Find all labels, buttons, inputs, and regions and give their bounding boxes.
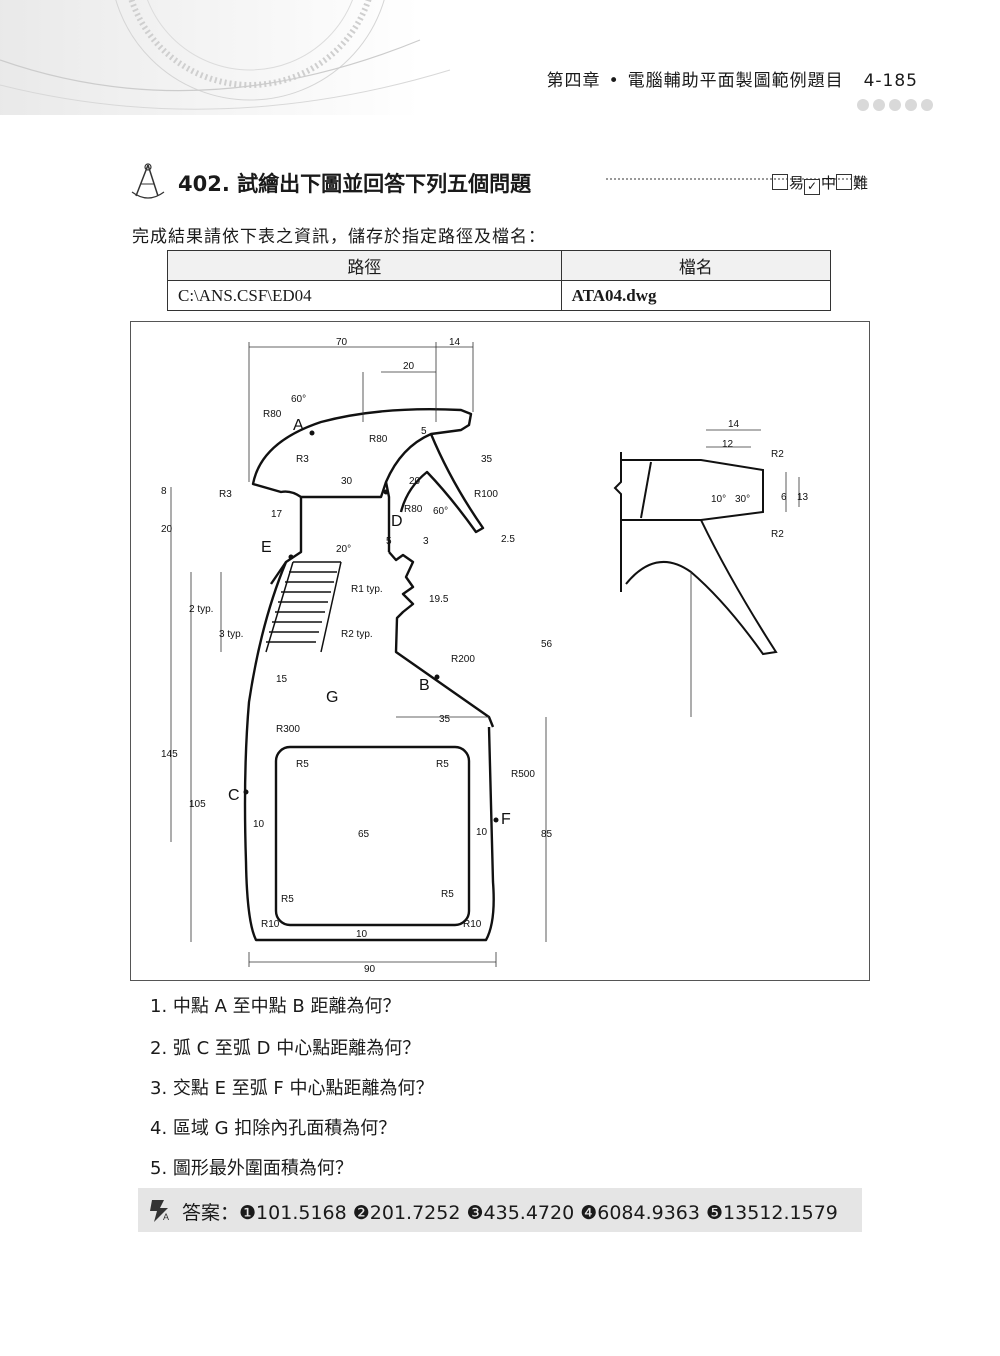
svg-text:F: F: [501, 811, 511, 828]
svg-text:3 typ.: 3 typ.: [219, 629, 243, 640]
svg-text:145: 145: [161, 749, 178, 760]
svg-text:30°: 30°: [735, 494, 750, 505]
svg-text:35: 35: [439, 714, 451, 725]
svg-text:105: 105: [189, 799, 206, 810]
svg-text:56: 56: [541, 639, 553, 650]
hard-label: 難: [852, 174, 868, 192]
problem-title: 402. 試繪出下圖並回答下列五個問題: [178, 172, 532, 196]
svg-text:R3: R3: [296, 454, 309, 465]
svg-text:12: 12: [722, 439, 734, 450]
question-2: 2. 弧 C 至弧 D 中心點距離為何？: [150, 1038, 421, 1059]
svg-text:R100: R100: [474, 489, 498, 500]
question-3: 3. 交點 E 至弧 F 中心點距離為何？: [150, 1078, 434, 1099]
svg-text:20: 20: [403, 361, 415, 372]
difficulty-selector: 易✓中難: [771, 172, 868, 195]
svg-text:2.5: 2.5: [501, 534, 515, 545]
svg-text:R300: R300: [276, 724, 300, 735]
medium-label: 中: [820, 174, 836, 192]
svg-text:C: C: [228, 787, 240, 804]
svg-text:R5: R5: [296, 759, 309, 770]
answer-bar: A 答案：❶101.5168 ❷201.7252 ❸435.4720 ❹6084…: [138, 1188, 862, 1232]
svg-text:10°: 10°: [711, 494, 726, 505]
svg-text:R80: R80: [404, 504, 423, 515]
svg-text:R80: R80: [263, 409, 282, 420]
svg-text:30: 30: [341, 476, 353, 487]
svg-text:5: 5: [386, 536, 392, 547]
answer-label: 答案：: [182, 1202, 240, 1224]
header-dots: [857, 96, 937, 115]
svg-text:60°: 60°: [291, 394, 306, 405]
instruction-text: 完成結果請依下表之資訊，儲存於指定路徑及檔名：: [132, 227, 546, 247]
chapter-title: 電腦輔助平面製圖範例題目: [627, 71, 844, 91]
svg-text:A: A: [163, 1212, 169, 1222]
svg-text:R5: R5: [281, 894, 294, 905]
title-leader-dots: [606, 178, 864, 180]
svg-text:R5: R5: [436, 759, 449, 770]
svg-text:R80: R80: [369, 434, 388, 445]
easy-checkbox: [771, 174, 788, 190]
svg-text:70: 70: [336, 337, 348, 348]
svg-text:20: 20: [409, 476, 421, 487]
svg-text:60°: 60°: [433, 506, 448, 517]
answer-values: ❶101.5168 ❷201.7252 ❸435.4720 ❹6084.9363…: [239, 1202, 838, 1224]
problem-title-row: 402. 試繪出下圖並回答下列五個問題 易✓中難: [128, 162, 868, 202]
svg-text:R2: R2: [771, 529, 784, 540]
svg-text:R200: R200: [451, 654, 475, 665]
svg-text:A: A: [293, 417, 304, 434]
svg-text:13: 13: [797, 492, 809, 503]
header-decoration: [0, 0, 451, 115]
svg-text:R5: R5: [441, 889, 454, 900]
chapter-label: 第四章: [546, 71, 601, 91]
svg-text:R1 typ.: R1 typ.: [351, 584, 383, 595]
svg-text:D: D: [391, 513, 403, 530]
hard-checkbox: [835, 174, 852, 190]
filename-header: 檔名: [560, 250, 832, 281]
answer-text: 答案：❶101.5168 ❷201.7252 ❸435.4720 ❹6084.9…: [182, 1198, 838, 1225]
svg-text:14: 14: [449, 337, 461, 348]
svg-text:14: 14: [728, 419, 740, 430]
svg-text:8: 8: [161, 486, 167, 497]
svg-text:65: 65: [358, 829, 370, 840]
svg-text:35: 35: [481, 454, 493, 465]
svg-text:R10: R10: [463, 919, 482, 930]
svg-text:R2: R2: [771, 449, 784, 460]
svg-text:G: G: [326, 689, 338, 706]
question-4: 4. 區域 G 扣除內孔面積為何？: [150, 1118, 397, 1139]
svg-text:R3: R3: [219, 489, 232, 500]
svg-text:90: 90: [364, 964, 376, 975]
svg-text:3: 3: [423, 536, 429, 547]
path-header: 路徑: [167, 250, 562, 281]
svg-text:R500: R500: [511, 769, 535, 780]
question-1: 1. 中點 A 至中點 B 距離為何？: [150, 996, 401, 1017]
filename-value: ATA04.dwg: [560, 280, 832, 311]
question-5: 5. 圖形最外圍面積為何？: [150, 1158, 353, 1179]
page-number: 4-185: [863, 71, 918, 91]
svg-text:10: 10: [476, 827, 488, 838]
svg-text:10: 10: [356, 929, 368, 940]
header-separator: •: [608, 71, 620, 91]
file-info-table: 路徑 檔名 C:\ANS.CSF\ED04 ATA04.dwg: [167, 250, 832, 311]
svg-text:5: 5: [421, 426, 427, 437]
svg-text:20: 20: [161, 524, 173, 535]
compass-icon: [131, 163, 165, 199]
svg-text:19.5: 19.5: [429, 594, 449, 605]
svg-text:17: 17: [271, 509, 283, 520]
easy-label: 易: [788, 174, 804, 192]
svg-text:10: 10: [253, 819, 265, 830]
svg-text:85: 85: [541, 829, 553, 840]
svg-text:6: 6: [781, 492, 787, 503]
svg-text:2 typ.: 2 typ.: [189, 604, 213, 615]
medium-checkbox: ✓: [803, 179, 820, 195]
answer-icon: A: [150, 1200, 169, 1222]
svg-text:B: B: [419, 677, 430, 694]
svg-text:R10: R10: [261, 919, 280, 930]
svg-text:15: 15: [276, 674, 288, 685]
svg-text:E: E: [261, 539, 272, 556]
svg-text:20°: 20°: [336, 544, 351, 555]
path-value: C:\ANS.CSF\ED04: [167, 280, 562, 311]
page-header: 第四章 • 電腦輔助平面製圖範例題目 4-185: [547, 66, 918, 91]
svg-text:R2 typ.: R2 typ.: [341, 629, 373, 640]
